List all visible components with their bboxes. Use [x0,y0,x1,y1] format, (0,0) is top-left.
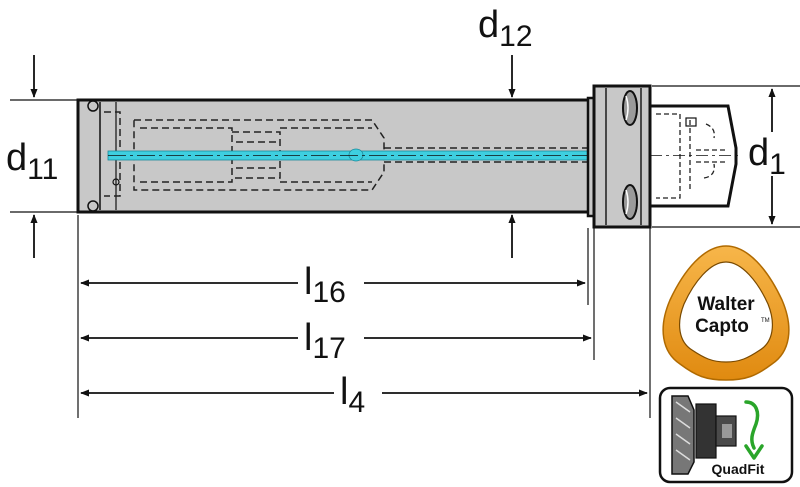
capto-taper [648,104,738,208]
l16-label: l16 [304,261,346,309]
quadfit-logo: QuadFit [658,386,794,484]
dimension-labels: d12 d11 d1 l16 l17 l4 [6,4,796,419]
quadfit-label: QuadFit [712,461,765,477]
walter-capto-line1: Walter [697,294,755,315]
walter-capto-line2: Capto [695,316,749,337]
d12-label: d12 [478,4,533,53]
quadfit-arrow-icon [744,400,764,460]
l17-label: l17 [304,317,346,365]
l4-label: l4 [340,371,365,419]
quadfit-icon [671,395,737,475]
d1-label: d1 [748,132,786,181]
tool-body [10,84,800,418]
walter-capto-logo: Walter Capto TM [662,245,790,381]
d11-label: d11 [6,137,58,186]
walter-capto-tm: TM [761,318,770,324]
